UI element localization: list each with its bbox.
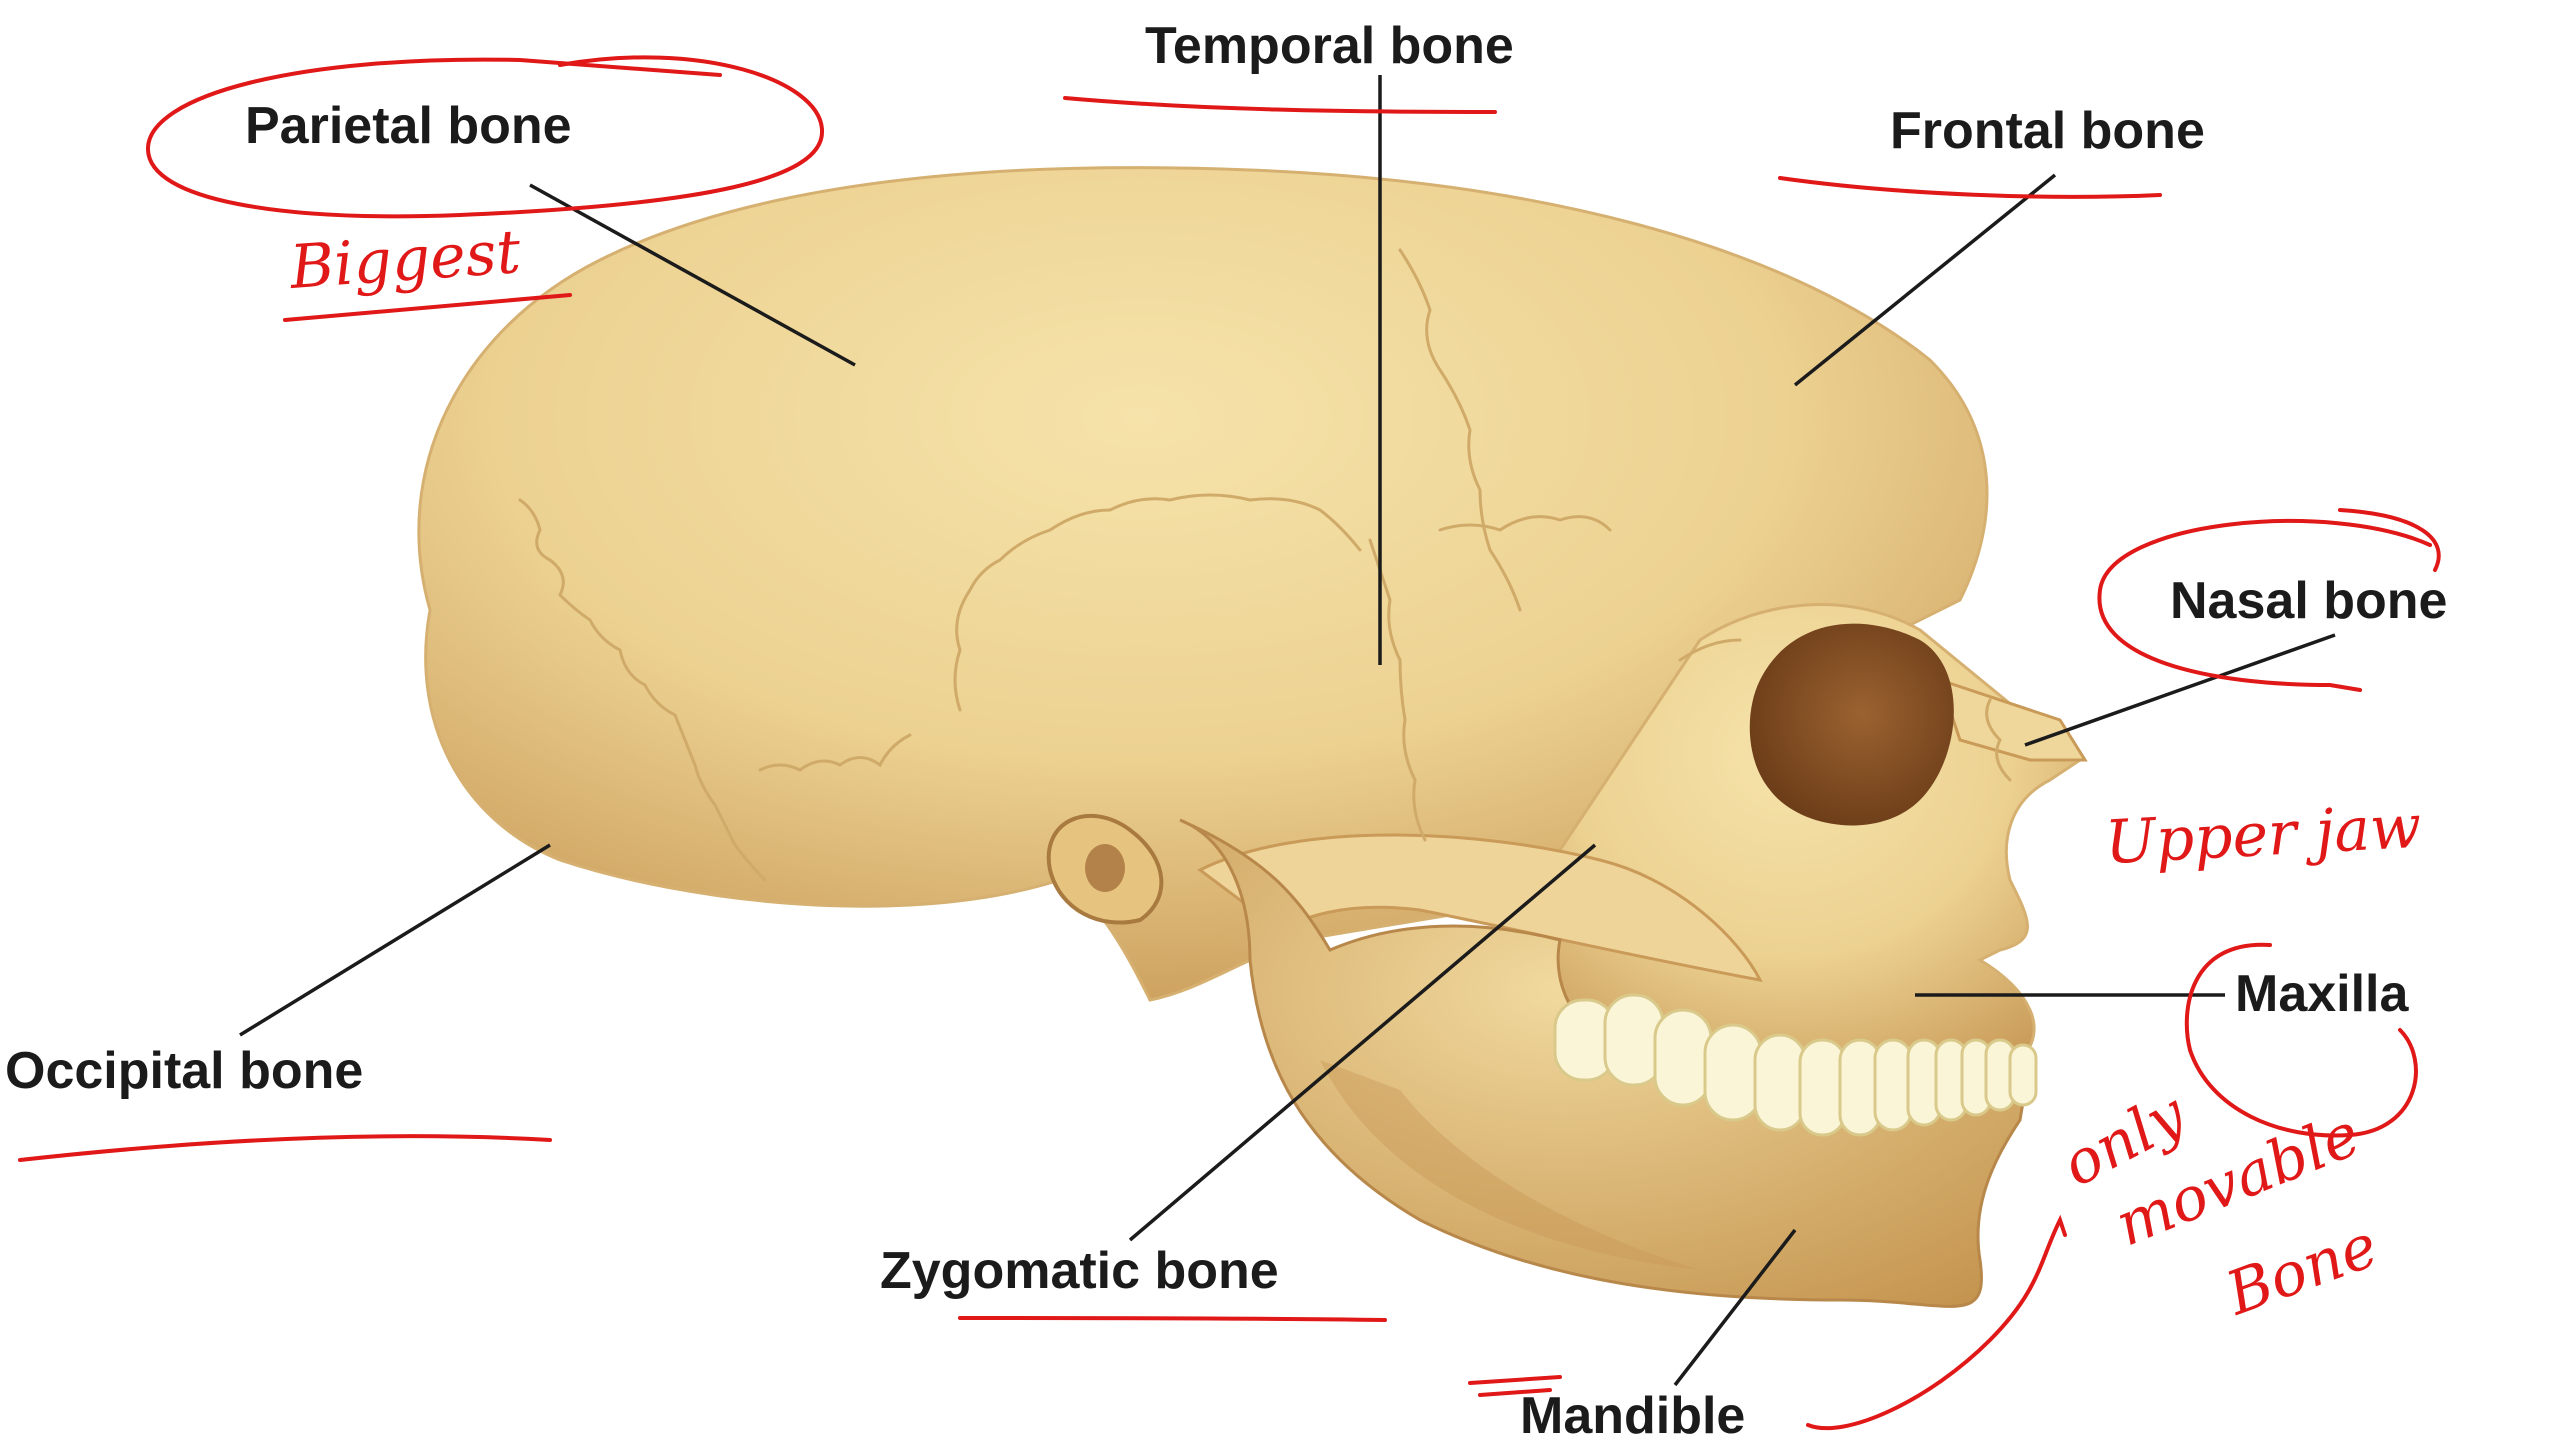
circle-nasal-right: [2340, 510, 2439, 570]
label-frontal-bone: Frontal bone: [1890, 105, 2205, 157]
label-maxilla: Maxilla: [2235, 968, 2408, 1020]
label-parietal-bone: Parietal bone: [245, 100, 572, 152]
underline-temporal: [1065, 98, 1495, 112]
leader-nasal: [2025, 635, 2335, 745]
label-zygomatic-bone: Zygomatic bone: [880, 1245, 1279, 1297]
label-temporal-bone: Temporal bone: [1145, 20, 1514, 72]
underline-zygomatic: [960, 1318, 1385, 1320]
label-nasal-bone: Nasal bone: [2170, 575, 2447, 627]
underline-frontal: [1780, 178, 2160, 197]
label-mandible: Mandible: [1520, 1390, 1745, 1440]
label-occipital-bone: Occipital bone: [5, 1045, 363, 1097]
leader-frontal: [1795, 175, 2055, 385]
underline-occipital: [20, 1136, 550, 1160]
leader-occipital: [240, 845, 550, 1035]
eye-socket: [1750, 624, 1954, 826]
note-upper-jaw: Upper jaw: [2104, 797, 2423, 873]
note-biggest: Biggest: [288, 222, 522, 298]
